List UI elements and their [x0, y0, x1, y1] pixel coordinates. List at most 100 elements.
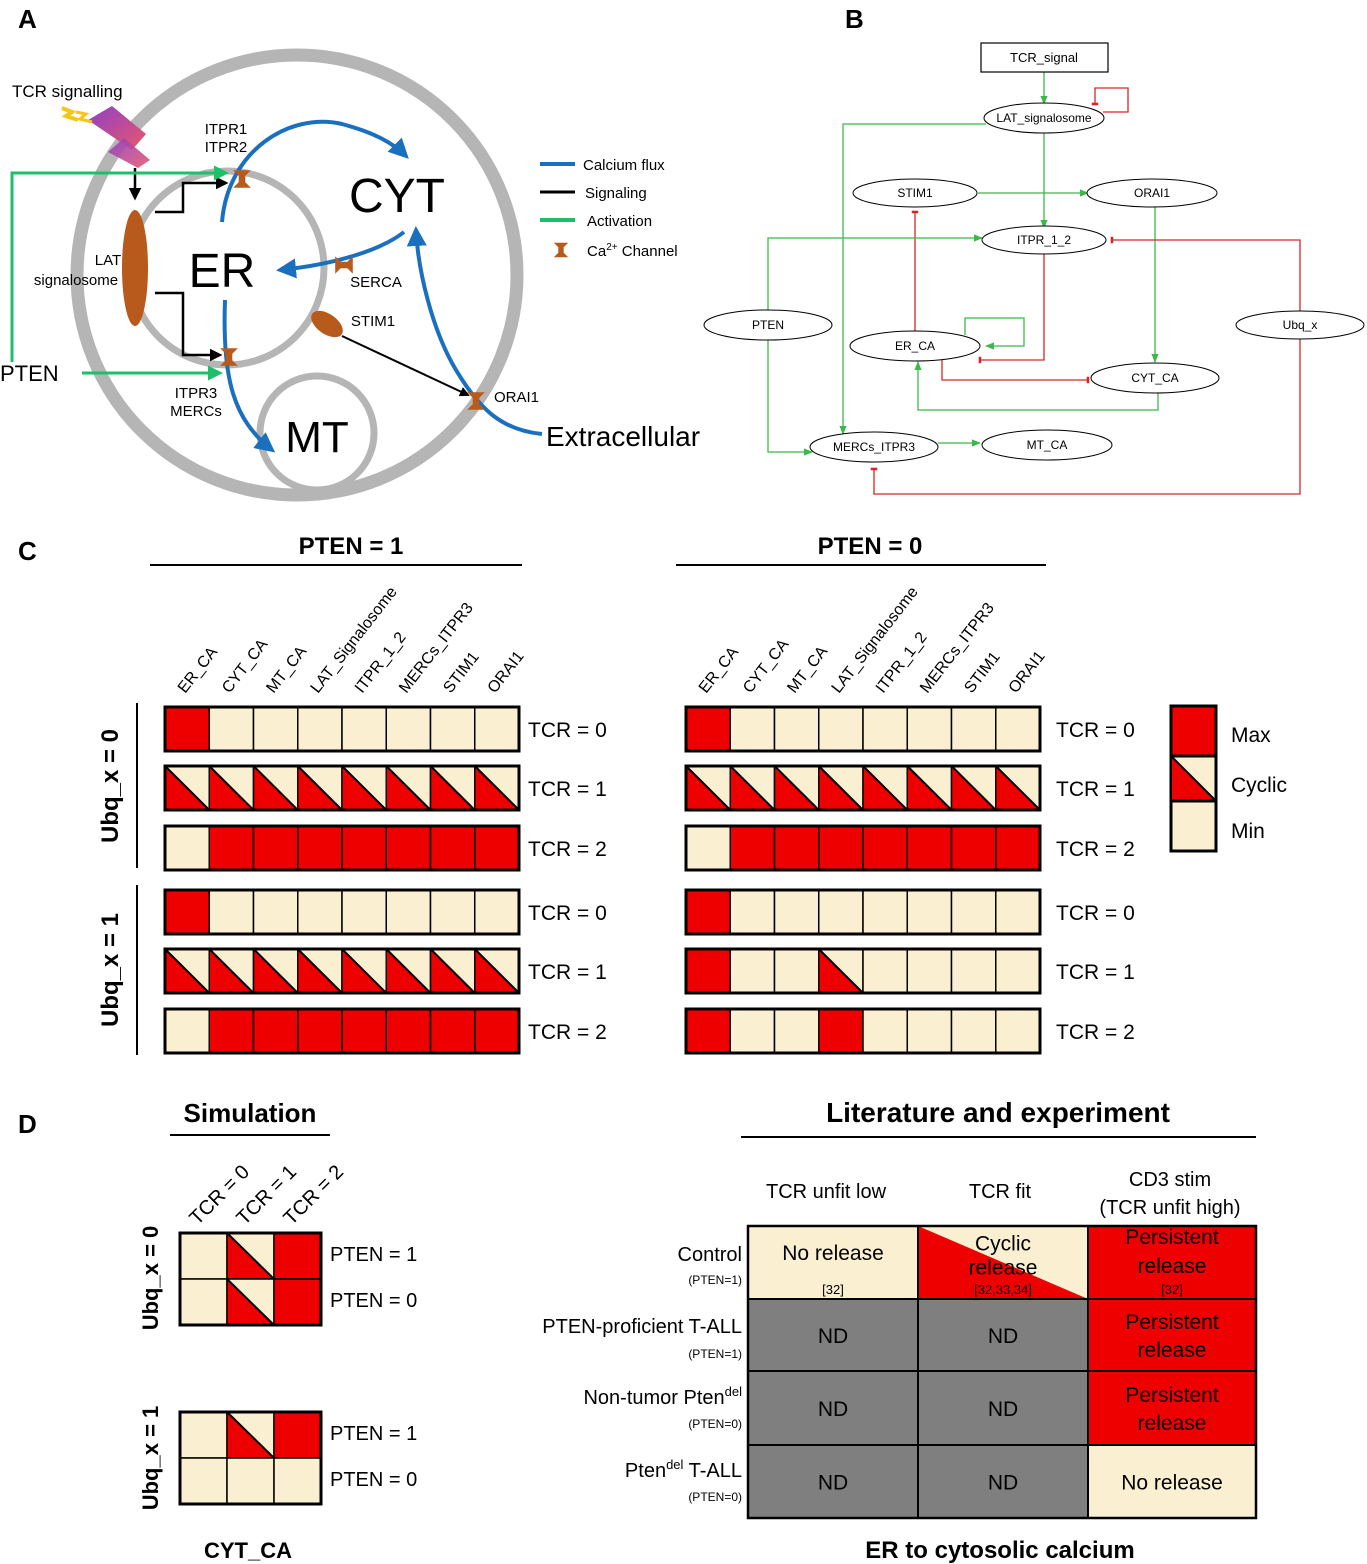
lit-cell-1-2 — [917, 1225, 1089, 1300]
legend-calcium-flux: Calcium flux — [583, 157, 665, 174]
c-right-tcr-label-1: TCR = 0 — [1056, 719, 1135, 742]
c-left-row-1-cell-4 — [297, 706, 343, 752]
node-orai1: ORAI1 — [1134, 186, 1170, 200]
calcium-cyt-to-er — [276, 230, 406, 279]
lit-cell-1-3-text-2: release — [1138, 1255, 1207, 1278]
panel-c-legend: Max Cyclic Min — [1169, 704, 1287, 853]
c-left-row-1-cell-1 — [164, 706, 210, 752]
c-left-row-6-cell-8 — [474, 1008, 520, 1054]
c-left-row-4-cell-4 — [297, 889, 343, 935]
legend-max-swatch — [1169, 704, 1218, 758]
c-left-col-1: ER_CA — [175, 644, 221, 697]
simulation-title: Simulation — [184, 1098, 317, 1128]
c-left-row-5-cell-5 — [341, 948, 387, 994]
c-left-row-2-cell-6 — [385, 765, 432, 811]
pten0-title: PTEN = 0 — [818, 533, 923, 560]
c-right-col-7: STIM1 — [961, 649, 1003, 697]
itpr3-label-1: ITPR3 — [175, 385, 218, 402]
d-sim-row-3-cell-1 — [179, 1411, 228, 1459]
node-lat-shape — [983, 102, 1105, 134]
c-right-row-2-cell-4 — [818, 765, 864, 811]
c-left-row-6-cell-5 — [341, 1008, 387, 1054]
c-left-tcr-label-1: TCR = 0 — [528, 719, 607, 742]
lit-cell-2-2 — [917, 1298, 1089, 1372]
c-right-row-3-cell-8 — [995, 825, 1041, 871]
lit-cell-4-3-text: No release — [1121, 1472, 1223, 1495]
c-left-row-2-cell-5 — [341, 765, 387, 811]
d-sim-row-1-cell-2 — [226, 1232, 275, 1280]
c-right-row-2-cell-8 — [995, 765, 1041, 811]
lit-cell-1-1-text: No release — [782, 1242, 884, 1265]
c-right-row-6-cell-2 — [729, 1008, 776, 1054]
itpr12-label-2: ITPR2 — [205, 139, 248, 156]
panel-c: C PTEN = 1 PTEN = 0 ER_CACYT_CAMT_CALAT_… — [18, 533, 1287, 1055]
c-left-row-6-cell-1 — [164, 1008, 210, 1054]
c-right-tcr-label-6: TCR = 2 — [1056, 1021, 1135, 1044]
lat-signalosome-shape — [122, 210, 148, 326]
calcium-er-to-cyt — [220, 119, 409, 223]
c-right-row-2-cell-6 — [906, 765, 953, 811]
c-left-row-3-cell-7 — [429, 825, 476, 871]
c-right-row-1-cell-5 — [862, 706, 908, 752]
d-sim-row-2-cell-2 — [226, 1278, 275, 1326]
c-right-row-6-cell-3 — [773, 1008, 820, 1054]
c-right-col-1: ER_CA — [696, 644, 742, 697]
c-left-row-2-cell-3 — [252, 765, 299, 811]
c-left-row-5-cell-2 — [208, 948, 255, 994]
d-sim-row-1-cell-1 — [179, 1232, 228, 1280]
d-sim-row-3-cell-2 — [226, 1411, 275, 1459]
lit-row-label-2: PTEN-proficient T-ALL — [542, 1316, 742, 1338]
c-left-row-5-cell-1 — [164, 948, 210, 994]
c-left-row-1-cell-6 — [385, 706, 432, 752]
lit-col-header-2: TCR fit — [969, 1181, 1032, 1203]
d-ubq0-label: Ubq_x = 0 — [138, 1226, 163, 1331]
c-right-row-2-cell-1 — [685, 765, 731, 811]
c-right-row-3-cell-1 — [685, 825, 731, 871]
c-left-row-4-cell-5 — [341, 889, 387, 935]
c-left-row-2-cell-1 — [164, 765, 210, 811]
cell-membrane — [70, 48, 524, 502]
node-er-ca-shape — [849, 330, 981, 362]
node-orai1-shape — [1086, 178, 1218, 208]
d-sim-row-4-cell-3 — [273, 1457, 322, 1505]
c-right-tcr-label-4: TCR = 0 — [1056, 902, 1135, 925]
tcr-signalling-label: TCR signalling — [12, 82, 123, 101]
lit-cell-2-3-text-2: release — [1138, 1339, 1207, 1362]
node-er-ca: ER_CA — [895, 339, 935, 353]
c-right-row-4-cell-2 — [729, 889, 776, 935]
lit-cell-2-2-text: ND — [988, 1325, 1018, 1348]
c-right-row-3-cell-2 — [729, 825, 776, 871]
panel-d-letter: D — [18, 1109, 37, 1139]
c-right-col-labels: ER_CACYT_CAMT_CALAT_SignalosomeITPR_1_2M… — [696, 584, 1049, 697]
pten-activation-itpr12 — [10, 165, 229, 362]
lit-cell-3-3-text-1: Persistent — [1125, 1384, 1219, 1407]
panel-a-letter: A — [18, 4, 37, 34]
lit-row-sub-3: (PTEN=0) — [688, 1417, 742, 1431]
c-right-row-1-cell-1 — [685, 706, 731, 752]
c-right-row-2-cell-2 — [729, 765, 776, 811]
pten1-title: PTEN = 1 — [299, 533, 404, 560]
er-label: ER — [189, 245, 256, 298]
c-right-row-5-cell-8 — [995, 948, 1041, 994]
lit-cell-1-3-text-1: Persistent — [1125, 1226, 1219, 1249]
c-right-row-4-cell-3 — [773, 889, 820, 935]
ubq0-side-label: Ubq_x = 0 — [97, 729, 124, 843]
c-left-row-6-cell-2 — [208, 1008, 255, 1054]
legend-cyclic-label: Cyclic — [1231, 774, 1287, 797]
panel-a: A CYT ER MT TCR signalling LAT signaloso… — [0, 4, 700, 502]
node-mt-ca-shape — [981, 429, 1113, 461]
c-right-row-4-cell-8 — [995, 889, 1041, 935]
literature-title: Literature and experiment — [826, 1097, 1170, 1128]
panel-c-letter: C — [18, 536, 37, 566]
c-left-row-6-cell-3 — [252, 1008, 299, 1054]
c-right-row-4-cell-5 — [862, 889, 908, 935]
stim1-shape — [311, 310, 343, 338]
lit-col-header-3a: CD3 stim — [1129, 1169, 1211, 1191]
c-right-row-3-cell-7 — [950, 825, 997, 871]
node-cyt-ca-shape — [1090, 362, 1220, 394]
c-right-row-6-cell-4 — [818, 1008, 864, 1054]
c-left-row-1-cell-2 — [208, 706, 255, 752]
c-left-row-6-cell-4 — [297, 1008, 343, 1054]
c-left-row-3-cell-4 — [297, 825, 343, 871]
